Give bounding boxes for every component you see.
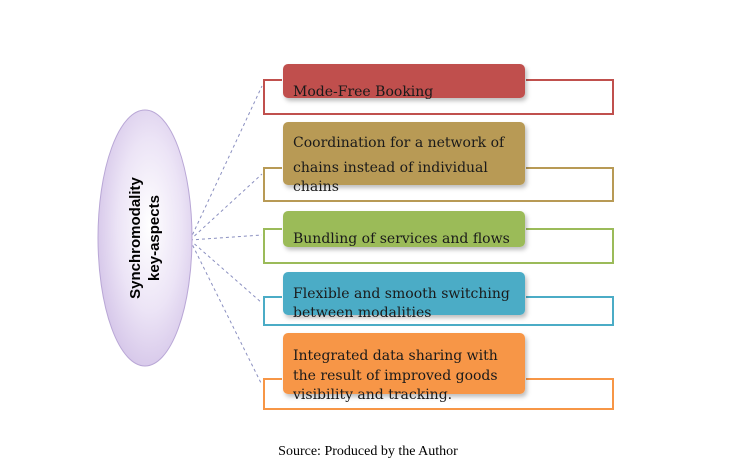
aspect-item-1: Mode-Free Booking: [263, 64, 614, 115]
item-box: [283, 333, 525, 394]
connector-line-3: [189, 234, 263, 241]
item-text-line: Coordination for a network of: [293, 135, 506, 151]
aspect-item-5: Integrated data sharing with the result o…: [263, 333, 614, 410]
aspect-item-3: Bundling of services and flows: [263, 211, 614, 264]
item-frame: [263, 79, 614, 115]
item-frame: [263, 167, 614, 202]
item-box: [283, 272, 525, 315]
center-label-line-1: Synchromodality: [127, 177, 144, 299]
connector-line-2: [189, 173, 263, 241]
item-text-line: the result of improved goods: [293, 368, 498, 384]
item-text-line: chains instead of individual: [293, 160, 488, 176]
item-frame: [263, 296, 614, 326]
item-box: [283, 64, 525, 98]
item-text-line: between modalities: [293, 305, 431, 321]
item-text-line: Mode-Free Booking: [293, 84, 433, 100]
connector-line-5: [189, 239, 263, 386]
center-ellipse: [97, 109, 193, 367]
item-frame: [263, 228, 614, 264]
item-frame: [263, 378, 614, 410]
item-text-line: Integrated data sharing with: [293, 348, 498, 364]
connector-line-4: [189, 239, 263, 304]
item-text-line: chains: [293, 179, 339, 195]
item-box: [283, 122, 525, 185]
center-label-line-2: key-aspects: [146, 195, 163, 281]
connector-lines: [189, 85, 263, 386]
item-text-line: Flexible and smooth switching: [293, 286, 510, 302]
item-text-line: Bundling of services and flows: [293, 231, 510, 247]
aspect-item-4: Flexible and smooth switching between mod…: [263, 272, 614, 326]
figure-caption: Source: Produced by the Author: [278, 444, 458, 459]
item-text-line: visibility and tracking.: [292, 387, 452, 403]
item-box: [283, 211, 525, 247]
connector-line-1: [189, 85, 263, 241]
aspect-item-2: Coordination for a network of chains inst…: [263, 122, 614, 202]
